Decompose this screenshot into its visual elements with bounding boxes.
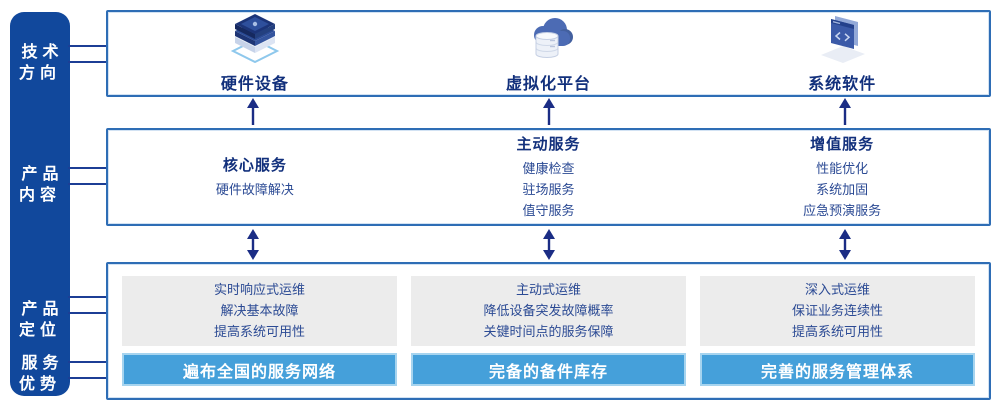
positioning-line: 主动式运维	[515, 282, 581, 298]
positioning-panel: 主动式运维 降低设备突发故障概率 关键时间点的服务保障	[411, 276, 686, 346]
connector-line	[68, 377, 108, 379]
content-title: 主动服务	[516, 134, 581, 153]
connector-line	[68, 61, 108, 63]
sidebar-item-product-positioning: 产品 定位	[18, 299, 64, 339]
content-item: 应急预演服务	[803, 203, 882, 219]
tech-col-software: 系统软件	[695, 13, 989, 94]
code-window-icon	[815, 13, 869, 67]
arrow-up-icon	[542, 98, 556, 125]
tech-direction-box: 硬件设备 虚拟化	[106, 10, 991, 97]
arrow-up-icon	[838, 98, 852, 125]
content-col-value-added-service: 增值服务 性能优化 系统加固 应急预演服务	[695, 130, 989, 224]
positioning-line: 保证业务连续性	[791, 303, 883, 319]
content-title: 增值服务	[810, 134, 875, 153]
server-stack-icon	[228, 13, 282, 67]
connector-line	[68, 45, 108, 47]
positioning-col-indepth: 深入式运维 保证业务连续性 提高系统可用性 完善的服务管理体系	[700, 276, 975, 386]
connector-line	[68, 183, 108, 185]
connector-line	[68, 167, 108, 169]
content-item: 硬件故障解决	[215, 182, 294, 198]
content-title: 核心服务	[222, 155, 287, 174]
positioning-panel: 深入式运维 保证业务连续性 提高系统可用性	[700, 276, 975, 346]
positioning-line: 解决基本故障	[220, 303, 299, 319]
arrow-double-icon	[542, 229, 556, 260]
sidebar-item-service-advantage: 服务 优势	[18, 353, 64, 393]
sidebar-item-product-content: 产品 内容	[18, 164, 64, 204]
positioning-line: 关键时间点的服务保障	[483, 324, 614, 340]
positioning-line: 提高系统可用性	[791, 324, 883, 340]
tech-col-hardware: 硬件设备	[108, 13, 402, 94]
content-col-core-service: 核心服务 硬件故障解决	[108, 130, 402, 224]
content-item: 健康检查	[522, 161, 575, 177]
advantage-bar: 完备的备件库存	[411, 353, 686, 386]
advantage-bar: 遍布全国的服务网络	[122, 353, 397, 386]
sidebar: 技术 方向 产品 内容 产品 定位 服务 优势	[10, 12, 70, 396]
content-item: 值守服务	[522, 203, 575, 219]
connector-line	[68, 361, 108, 363]
sidebar-item-tech-direction: 技术 方向	[18, 42, 64, 82]
positioning-panel: 实时响应式运维 解决基本故障 提高系统可用性	[122, 276, 397, 346]
positioning-line: 深入式运维	[804, 282, 870, 298]
tech-label-virtualization: 虚拟化平台	[506, 74, 592, 93]
content-col-proactive-service: 主动服务 健康检查 驻场服务 值守服务	[402, 130, 696, 224]
connector-line	[68, 296, 108, 298]
positioning-line: 提高系统可用性	[213, 324, 305, 340]
cloud-database-icon	[522, 13, 576, 67]
product-content-box: 核心服务 硬件故障解决 主动服务 健康检查 驻场服务 值守服务 增值服务 性能优…	[106, 128, 991, 226]
arrow-up-icon	[246, 98, 260, 125]
product-positioning-box: 实时响应式运维 解决基本故障 提高系统可用性 遍布全国的服务网络 主动式运维 降…	[106, 262, 991, 400]
positioning-col-realtime: 实时响应式运维 解决基本故障 提高系统可用性 遍布全国的服务网络	[122, 276, 397, 386]
arrow-double-icon	[838, 229, 852, 260]
positioning-col-proactive: 主动式运维 降低设备突发故障概率 关键时间点的服务保障 完备的备件库存	[411, 276, 686, 386]
positioning-line: 降低设备突发故障概率	[483, 303, 614, 319]
tech-label-hardware: 硬件设备	[220, 74, 289, 93]
content-item: 驻场服务	[522, 182, 575, 198]
tech-col-virtualization: 虚拟化平台	[402, 13, 696, 94]
connector-line	[68, 312, 108, 314]
positioning-line: 实时响应式运维	[213, 282, 305, 298]
arrow-double-icon	[246, 229, 260, 260]
content-item: 系统加固	[816, 182, 869, 198]
content-item: 性能优化	[816, 161, 869, 177]
tech-label-software: 系统软件	[808, 74, 877, 93]
advantage-bar: 完善的服务管理体系	[700, 353, 975, 386]
